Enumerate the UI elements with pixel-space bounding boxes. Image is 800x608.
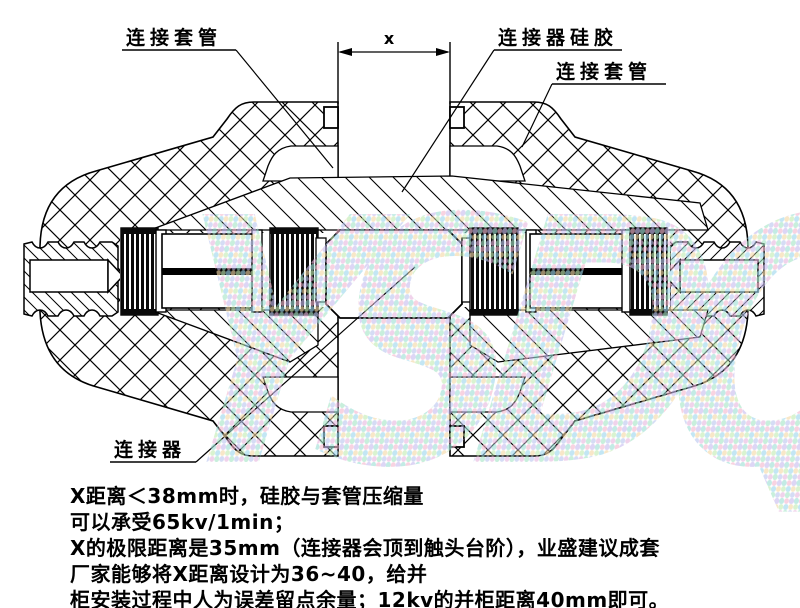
spring-contact-4 [629,227,668,316]
drawing-linework [23,101,765,457]
note-line: X的极限距离是35mm（连接器会顶到触头台阶），业盛建议成套 [70,536,660,560]
notes-block: X距离＜38mm时，硅胶与套管压缩量 可以承受65kv/1min； X的极限距离… [70,483,770,608]
silicone-band-bottom-right [469,309,709,363]
spring-contact-3 [469,227,519,316]
leader-line [401,49,495,193]
note-line: X距离＜38mm时，硅胶与套管压缩量 [70,484,424,508]
leader-line [235,49,334,169]
watermark-text: YSDQ [139,147,800,543]
callouts: 连接套管 连接器硅胶 连接套管 连接器 [110,26,666,463]
spring-cap [630,228,667,234]
spring-contact-1 [120,227,159,316]
leader-line [521,83,553,148]
spring-cap [121,309,158,315]
watermark: YSDQ [139,147,800,543]
note-line: 可以承受65kv/1min； [70,510,295,534]
spring-contact-2 [269,227,319,316]
tube-mid-bar [530,268,626,275]
arrowhead-right [436,48,450,56]
leader-line [195,266,416,463]
tube-end-cap [251,229,263,313]
label-connector: 连接器 [114,438,186,461]
dimension-x: x [337,29,451,104]
spring-cap [121,228,158,234]
dimension-label: x [384,29,395,48]
spring-cap [630,309,667,315]
spring-cap [270,309,318,315]
arrowhead-left [338,48,352,56]
center-connector-block [325,229,463,319]
label-sleeve-top-left: 连接套管 [126,26,222,49]
label-connector-silicone: 连接器硅胶 [498,26,618,49]
spring-cap [470,309,518,315]
label-sleeve-right: 连接套管 [556,60,652,83]
tube-mid-bar [162,268,258,275]
note-line: 柜安装过程中人为误差留点余量；12kv的并柜距离40mm即可。 [70,588,670,608]
spring-cap [470,228,518,234]
spring-cap [270,228,318,234]
note-line: 厂家能够将X距离设计为36~40，给并 [70,562,428,586]
silicone-band-top [149,175,709,231]
